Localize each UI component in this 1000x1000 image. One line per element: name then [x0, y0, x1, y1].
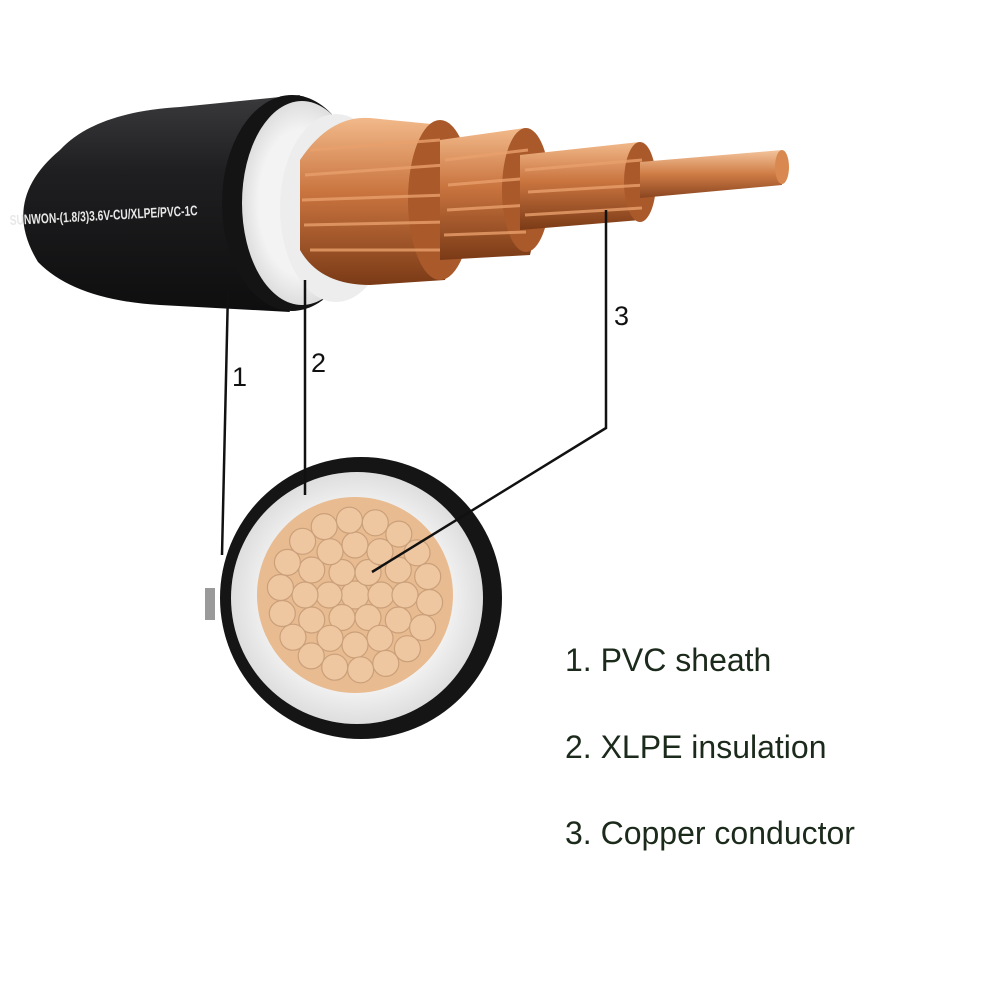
- legend-item-1: 1. PVC sheath: [565, 642, 771, 678]
- leader-line-1: [220, 289, 230, 556]
- copper-core-wire: [640, 150, 789, 198]
- conductor-strand: [316, 624, 344, 652]
- cross-section-tab: [205, 588, 215, 620]
- conductor-strand: [279, 623, 307, 651]
- leader-line-3: [371, 210, 608, 574]
- conductor-strand: [291, 581, 319, 609]
- cable-side-view: SUNWON-(1.8/3)3.6V-CU/XLPE/PVC-1C: [9, 95, 789, 312]
- conductor-strand: [315, 581, 343, 609]
- legend-item-3: 3. Copper conductor: [565, 815, 855, 851]
- legend: 1. PVC sheath 2. XLPE insulation 3. Copp…: [565, 642, 855, 851]
- callout-number-1: 1: [232, 362, 247, 392]
- conductor-strand: [354, 558, 382, 587]
- conductor-strand: [273, 548, 301, 577]
- conductor-strand: [310, 512, 338, 541]
- pvc-sheath-body: [23, 95, 300, 312]
- conductor-strand: [321, 653, 349, 681]
- conductor-strand: [367, 581, 395, 609]
- callout-number-3: 3: [614, 301, 629, 331]
- cable-cross-section: [205, 457, 502, 739]
- conductor-strand: [414, 562, 442, 591]
- conductor-strand: [335, 506, 363, 534]
- leader-lines: [220, 210, 608, 574]
- conductor-strand: [328, 603, 356, 632]
- conductor-strand: [316, 538, 344, 566]
- conductor-strand: [268, 599, 296, 628]
- conductor-strand: [393, 635, 421, 663]
- conductor-strand: [384, 606, 412, 634]
- conductor-strand: [416, 588, 444, 617]
- conductor-strand: [385, 520, 413, 548]
- conductor-strand: [298, 556, 326, 584]
- conductor-strand: [366, 624, 394, 652]
- legend-item-2: 2. XLPE insulation: [565, 729, 827, 765]
- conductor-strands: [266, 506, 444, 684]
- conductor-strand: [297, 642, 325, 670]
- conductor-strand: [298, 606, 326, 634]
- conductor-strand: [391, 581, 419, 609]
- conductor-strand: [266, 573, 294, 602]
- conductor-strand: [361, 509, 389, 537]
- conductor-strand: [372, 649, 400, 678]
- copper-inner-layer: [520, 142, 656, 230]
- conductor-strand: [341, 531, 369, 559]
- conductor-strand: [347, 656, 375, 684]
- conductor-strand: [409, 613, 437, 642]
- conductor-strand: [366, 538, 394, 566]
- callout-number-2: 2: [311, 348, 326, 378]
- conductor-strand: [289, 527, 317, 555]
- conductor-strand: [341, 631, 369, 659]
